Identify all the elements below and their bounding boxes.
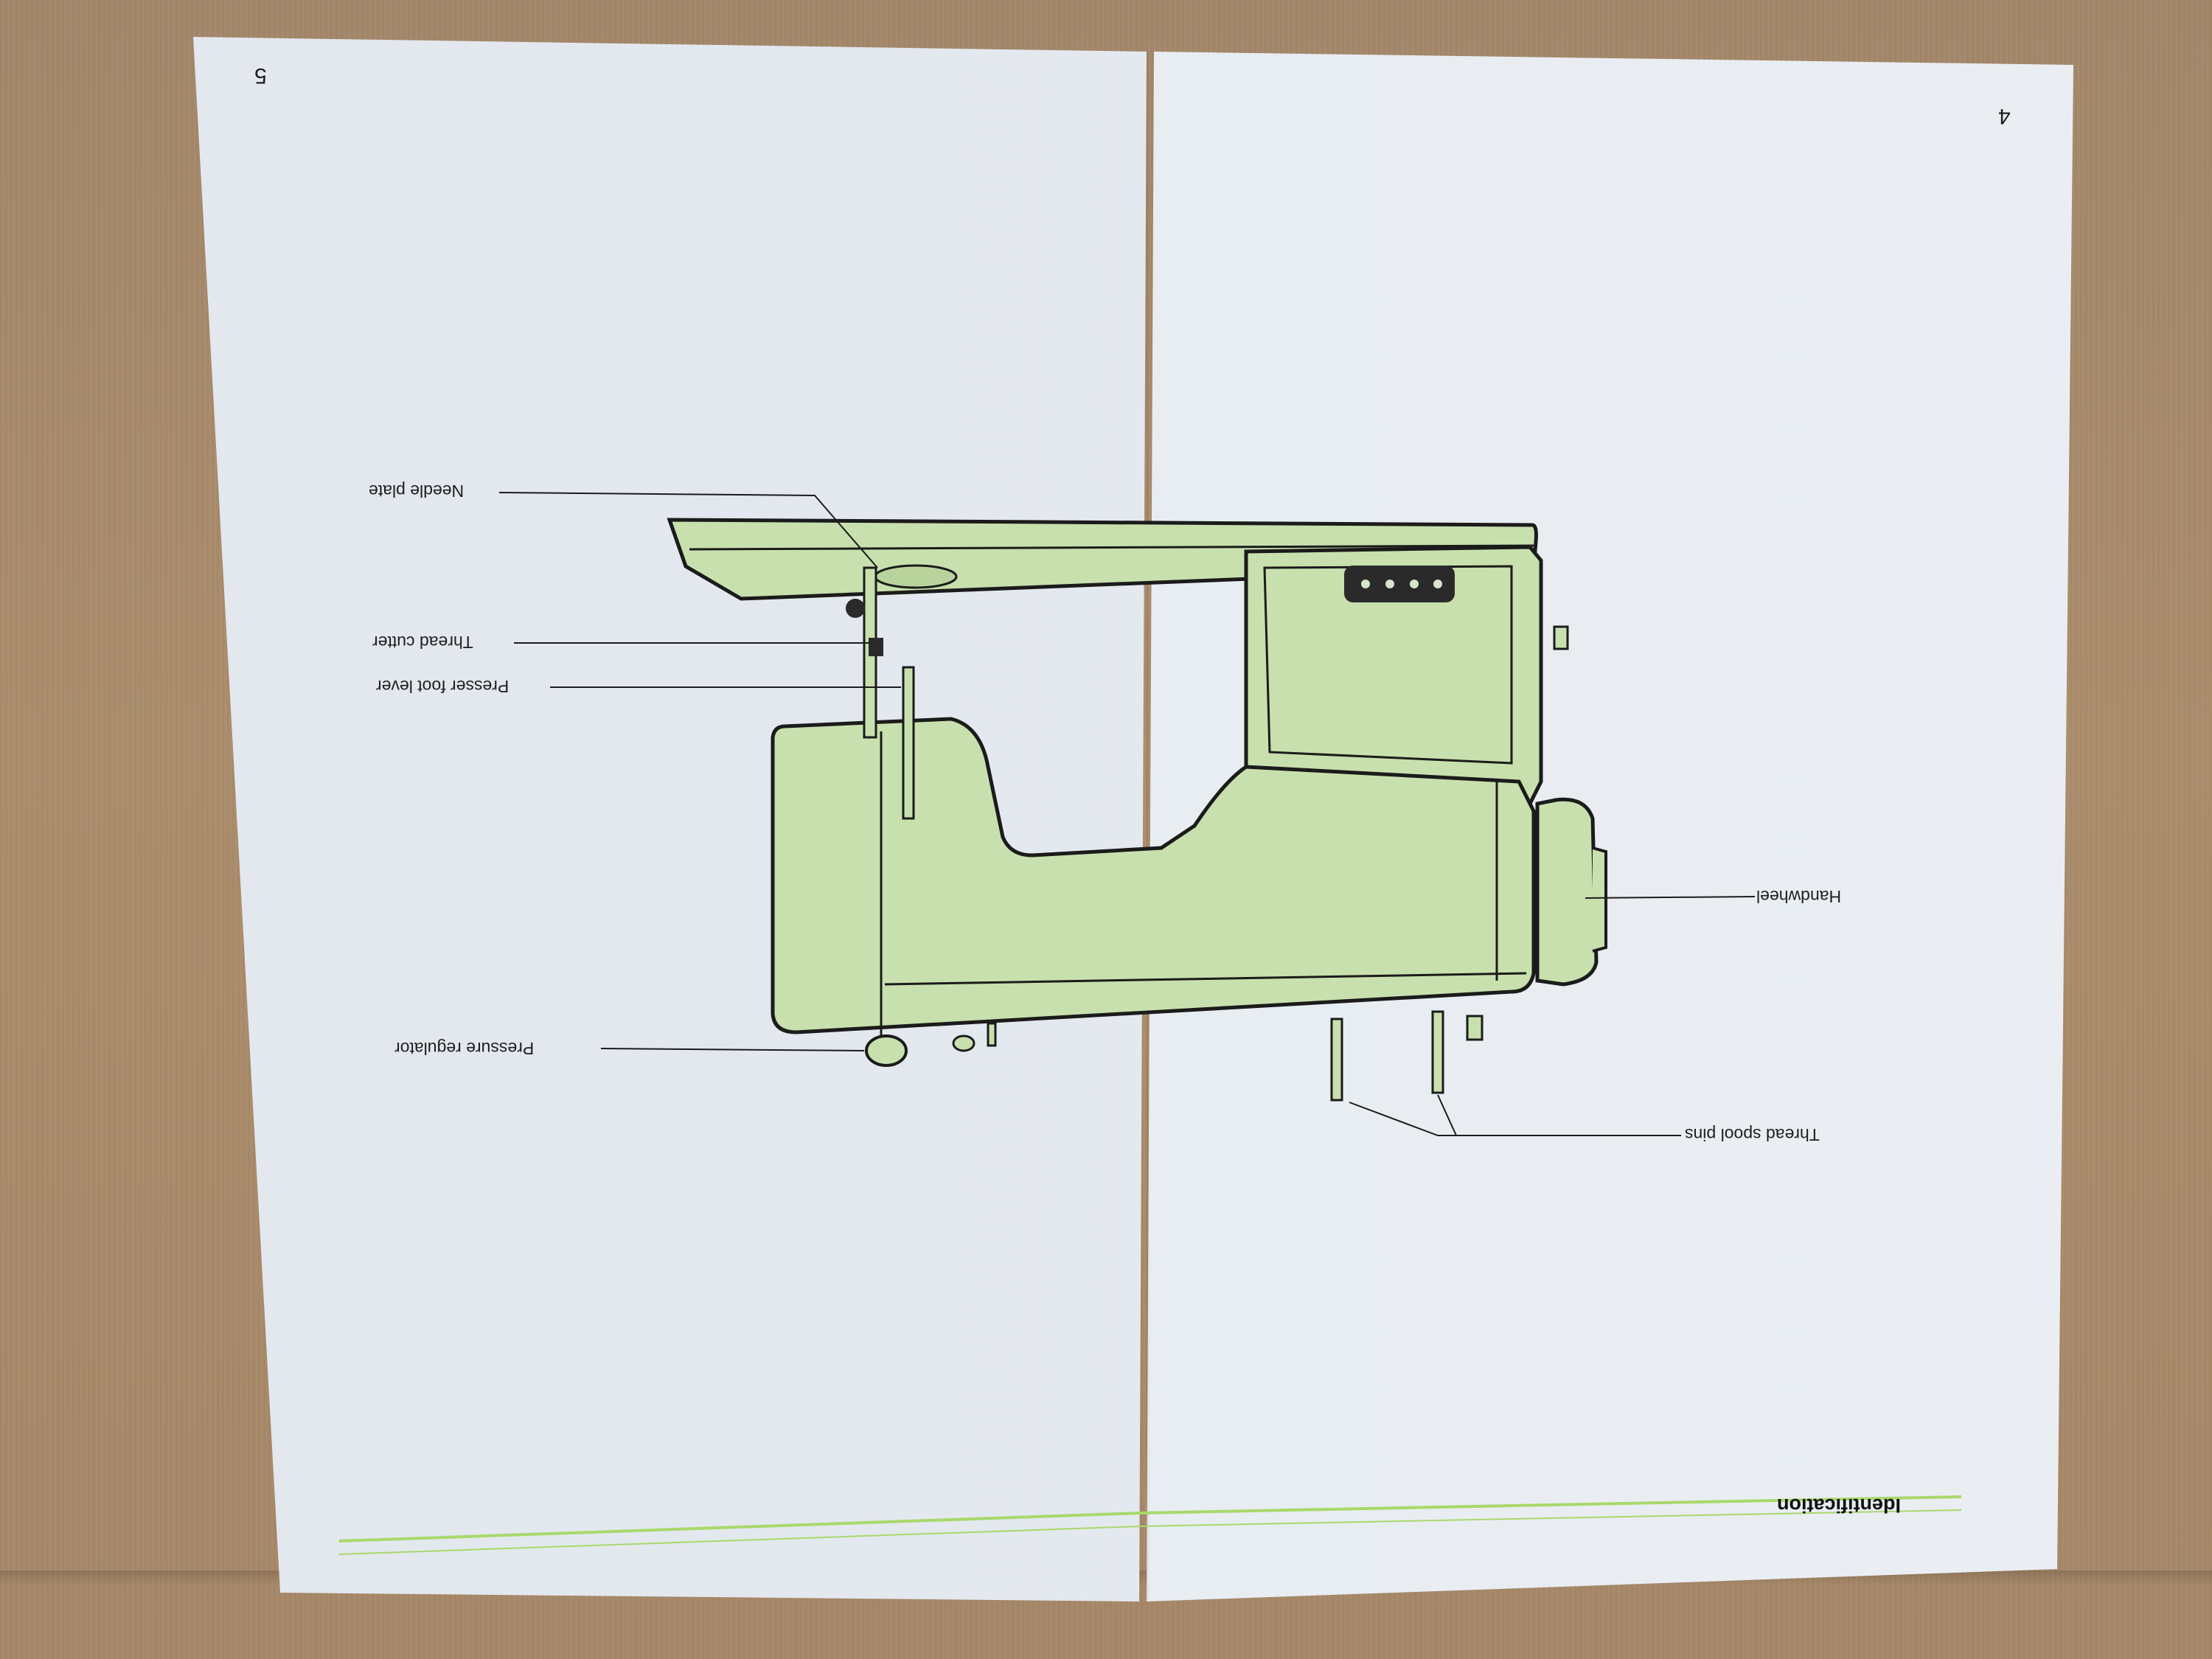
small-screw: [952, 1034, 975, 1052]
page-number-left: 5: [254, 63, 267, 88]
control-button: [1385, 580, 1394, 588]
side-knob: [1553, 625, 1569, 650]
control-panel: [1344, 566, 1455, 602]
label-thread-cutter: Thread cutter: [372, 633, 473, 652]
needle-plate: [874, 564, 958, 589]
label-handwheel: Handwheel: [1756, 887, 1842, 906]
leader-spool-pin-1: [1349, 1102, 1681, 1136]
leader-handwheel: [1585, 896, 1756, 899]
control-button: [1410, 580, 1419, 588]
page-number-right: 4: [1998, 104, 2011, 128]
spool-pin-1: [1330, 1018, 1343, 1102]
book-gutter: [1147, 52, 1150, 1600]
small-post: [987, 1022, 997, 1047]
bobbin-winder: [1466, 1015, 1484, 1041]
control-button: [1361, 580, 1370, 588]
left-page-rule: [338, 1512, 1142, 1543]
machine-arm: [771, 717, 1536, 1034]
section-title: Identification: [1777, 1495, 1901, 1517]
presser-bar: [902, 666, 915, 820]
bed-edge: [689, 544, 1534, 551]
needle-clamp-screw: [846, 599, 865, 618]
label-needle-plate: Needle plate: [369, 481, 465, 501]
leader-spool-pin-2: [1437, 1094, 1457, 1136]
right-page-rule-thin: [1141, 1509, 1962, 1527]
spool-pin-2: [1431, 1010, 1444, 1094]
control-button: [1433, 580, 1442, 588]
handwheel: [1535, 797, 1599, 987]
label-presser-foot-lever: Presser foot lever: [376, 677, 509, 696]
thread-cutter-part: [869, 638, 883, 656]
leader-needle-plate: [498, 492, 878, 568]
leader-pressure-regulator: [600, 1048, 865, 1051]
label-thread-spool-pins: Thread spool pins: [1685, 1125, 1820, 1144]
pressure-regulator-knob: [865, 1034, 908, 1067]
label-pressure-regulator: Pressure regulator: [394, 1039, 535, 1058]
left-page-rule-thin: [338, 1526, 1142, 1555]
handwheel-hub: [1592, 846, 1607, 953]
arm-base-line: [884, 972, 1527, 986]
right-page-rule: [1141, 1495, 1962, 1514]
